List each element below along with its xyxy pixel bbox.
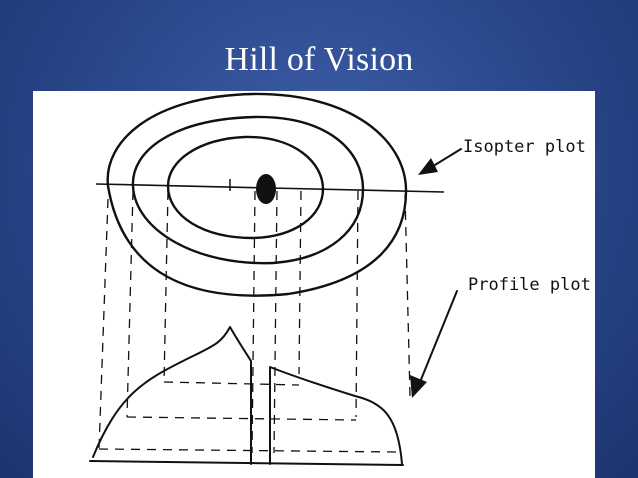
isopter-arrow-shaft: [429, 148, 462, 169]
figure-drawing: [89, 92, 462, 466]
projection-line: [251, 190, 256, 454]
projection-line: [355, 190, 359, 418]
blind-spot: [256, 174, 276, 204]
isopter-plot-label: Isopter plot: [463, 137, 586, 157]
projection-lines: [98, 190, 411, 454]
hill-of-vision-figure: Isopter plot Profile plot: [33, 91, 595, 478]
profile-baseline: [89, 460, 404, 466]
projection-line: [126, 190, 134, 418]
middle-isopter-contour: [131, 115, 365, 265]
pointer-arrows: [417, 148, 462, 388]
projection-line: [298, 190, 302, 375]
projection-line: [98, 198, 109, 450]
outer-isopter-contour: [106, 92, 408, 297]
isopter-arrowhead: [418, 158, 438, 175]
profile-hill-outline: [92, 326, 252, 465]
projection-line: [404, 194, 411, 397]
profile-arrow-shaft: [417, 290, 458, 388]
profile-level-lines: [98, 381, 398, 453]
slide-title: Hill of Vision: [224, 41, 414, 78]
profile-hill-outline: [269, 366, 403, 465]
profile-plot-label: Profile plot: [468, 275, 591, 295]
profile-arrowhead: [410, 375, 427, 398]
profile-level-line: [163, 381, 300, 386]
profile-level-line: [126, 416, 357, 421]
profile-level-line: [98, 448, 398, 453]
projection-line: [163, 190, 169, 383]
projection-line: [273, 190, 278, 454]
